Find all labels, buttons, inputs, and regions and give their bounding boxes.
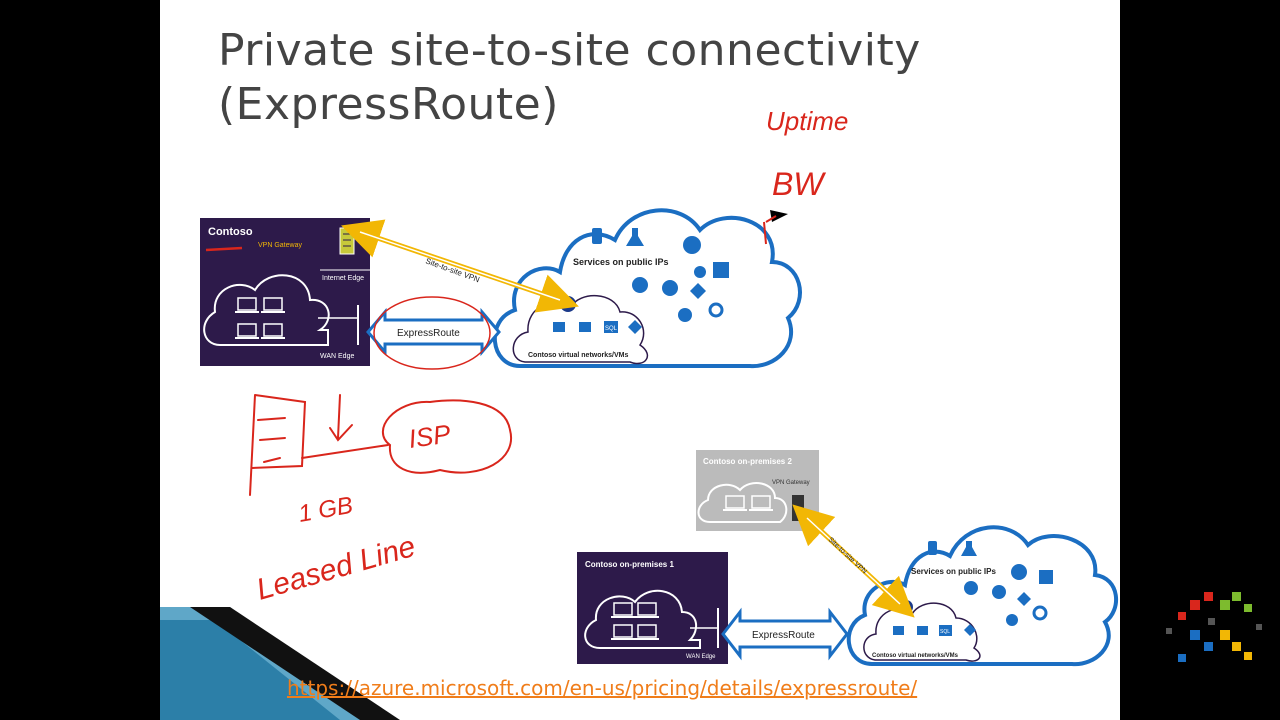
title-line-1: Private site-to-site connectivity: [218, 25, 921, 76]
onprem1-label: Contoso on-premises 1: [585, 560, 674, 569]
top-vnet-gateway-icon: [560, 296, 576, 312]
title-line-2: (ExpressRoute): [218, 79, 559, 130]
top-expressroute-arrow: ExpressRoute: [366, 307, 501, 357]
pen-cursor-icon: [763, 210, 788, 245]
isp-note: ISP: [407, 418, 453, 454]
diamond-icon: [1017, 592, 1031, 606]
clock-icon: [992, 585, 1006, 599]
onprem2-panel: Contoso on-premises 2 VPN Gateway: [696, 450, 819, 531]
bottom-azure-cloud: Services on public IPs SQL Contoso virtu…: [846, 525, 1119, 667]
slide-title: Private site-to-site connectivity (Expre…: [218, 24, 1038, 132]
isp-cloud-sketch: [382, 399, 513, 474]
top-wan-edge-label: WAN Edge: [320, 353, 354, 360]
grid-icon: [713, 262, 729, 278]
top-vpn-gateway-icon: [339, 227, 355, 255]
web-icon: [964, 581, 978, 595]
flask-icon: [626, 228, 644, 246]
rack-lines: [257, 417, 286, 463]
slide-corner-decoration: [160, 607, 400, 720]
flask-icon: [961, 541, 977, 556]
top-site-to-site-arrow: Site-to-site VPN: [341, 219, 579, 313]
server-rack-sketch: [249, 394, 307, 496]
diamond-icon: [628, 320, 642, 334]
onprem2-label: Contoso on-premises 2: [703, 457, 792, 466]
expressroute-pricing-link[interactable]: https://azure.microsoft.com/en-us/pricin…: [287, 676, 918, 700]
top-azure-cloud: Services on public IPs SQL Contoso virtu…: [492, 208, 802, 369]
diamond-icon: [690, 283, 706, 299]
bw-note: BW: [772, 166, 826, 202]
bottom-vnet-label: Contoso virtual networks/VMs: [872, 653, 959, 659]
top-vnet-label: Contoso virtual networks/VMs: [528, 352, 628, 359]
web-icon: [632, 277, 648, 293]
vm-icon: [579, 322, 591, 332]
top-contoso-panel: Contoso VPN Gateway Internet Edge WAN Ed…: [200, 218, 370, 366]
onprem2-vpn-gateway-icon: [792, 495, 804, 521]
diamond-icon: [964, 624, 976, 636]
bottom-expressroute-arrow: ExpressRoute: [721, 607, 849, 661]
cloud-upload-icon: [1006, 614, 1018, 626]
windows-logo-decoration: [1166, 592, 1262, 662]
cloud-upload-icon: [678, 308, 692, 322]
sql-icon: SQL: [605, 326, 618, 332]
expressroute-circle: [373, 296, 491, 370]
vm-icon: [917, 626, 928, 635]
storage-icon: [928, 541, 937, 555]
arrow-sketch: [329, 394, 353, 442]
top-vpn-gateway-label: VPN Gateway: [258, 242, 302, 249]
bottom-expressroute-label: ExpressRoute: [752, 630, 815, 641]
handwriting-annotations: [249, 296, 513, 496]
bottom-services-label: Services on public IPs: [911, 567, 996, 576]
bottom-site-to-site-label: Site-to-site VPN: [827, 536, 868, 575]
gear-icon: [1032, 605, 1048, 621]
sql-icon: SQL: [940, 629, 950, 635]
vm-icon: [893, 626, 904, 635]
speed-note: 1 GB: [296, 492, 355, 528]
onprem2-vpn-gateway-label: VPN Gateway: [772, 480, 810, 486]
slide: Private site-to-site connectivity (Expre…: [160, 0, 1120, 720]
line-sketch: [301, 444, 389, 459]
grid-icon: [1039, 570, 1053, 584]
onprem1-wan-edge-label: WAN Edge: [686, 654, 716, 660]
bottom-site-to-site-arrow: Site-to-site VPN: [792, 504, 915, 618]
service-icon: [694, 266, 706, 278]
onprem1-cloud-icon: [584, 589, 701, 649]
top-expressroute-label: ExpressRoute: [397, 328, 460, 339]
onprem1-panel: Contoso on-premises 1 WAN Edge: [577, 552, 728, 664]
top-services-label: Services on public IPs: [573, 257, 669, 267]
top-internet-edge-label: Internet Edge: [322, 275, 364, 282]
onprem2-cloud-icon: [697, 482, 788, 523]
tool-icon: [683, 236, 701, 254]
storage-icon: [592, 228, 602, 244]
tool-icon: [1011, 564, 1027, 580]
clock-icon: [662, 280, 678, 296]
top-contoso-label: Contoso: [208, 226, 253, 238]
diagram-canvas: Contoso VPN Gateway Internet Edge WAN Ed…: [160, 106, 1119, 720]
top-onprem-cloud-icon: [203, 274, 330, 346]
vm-icon: [553, 322, 565, 332]
leased-line-note: Leased Line: [253, 530, 419, 607]
uptime-note: Uptime: [766, 106, 848, 136]
gear-icon: [708, 302, 724, 318]
